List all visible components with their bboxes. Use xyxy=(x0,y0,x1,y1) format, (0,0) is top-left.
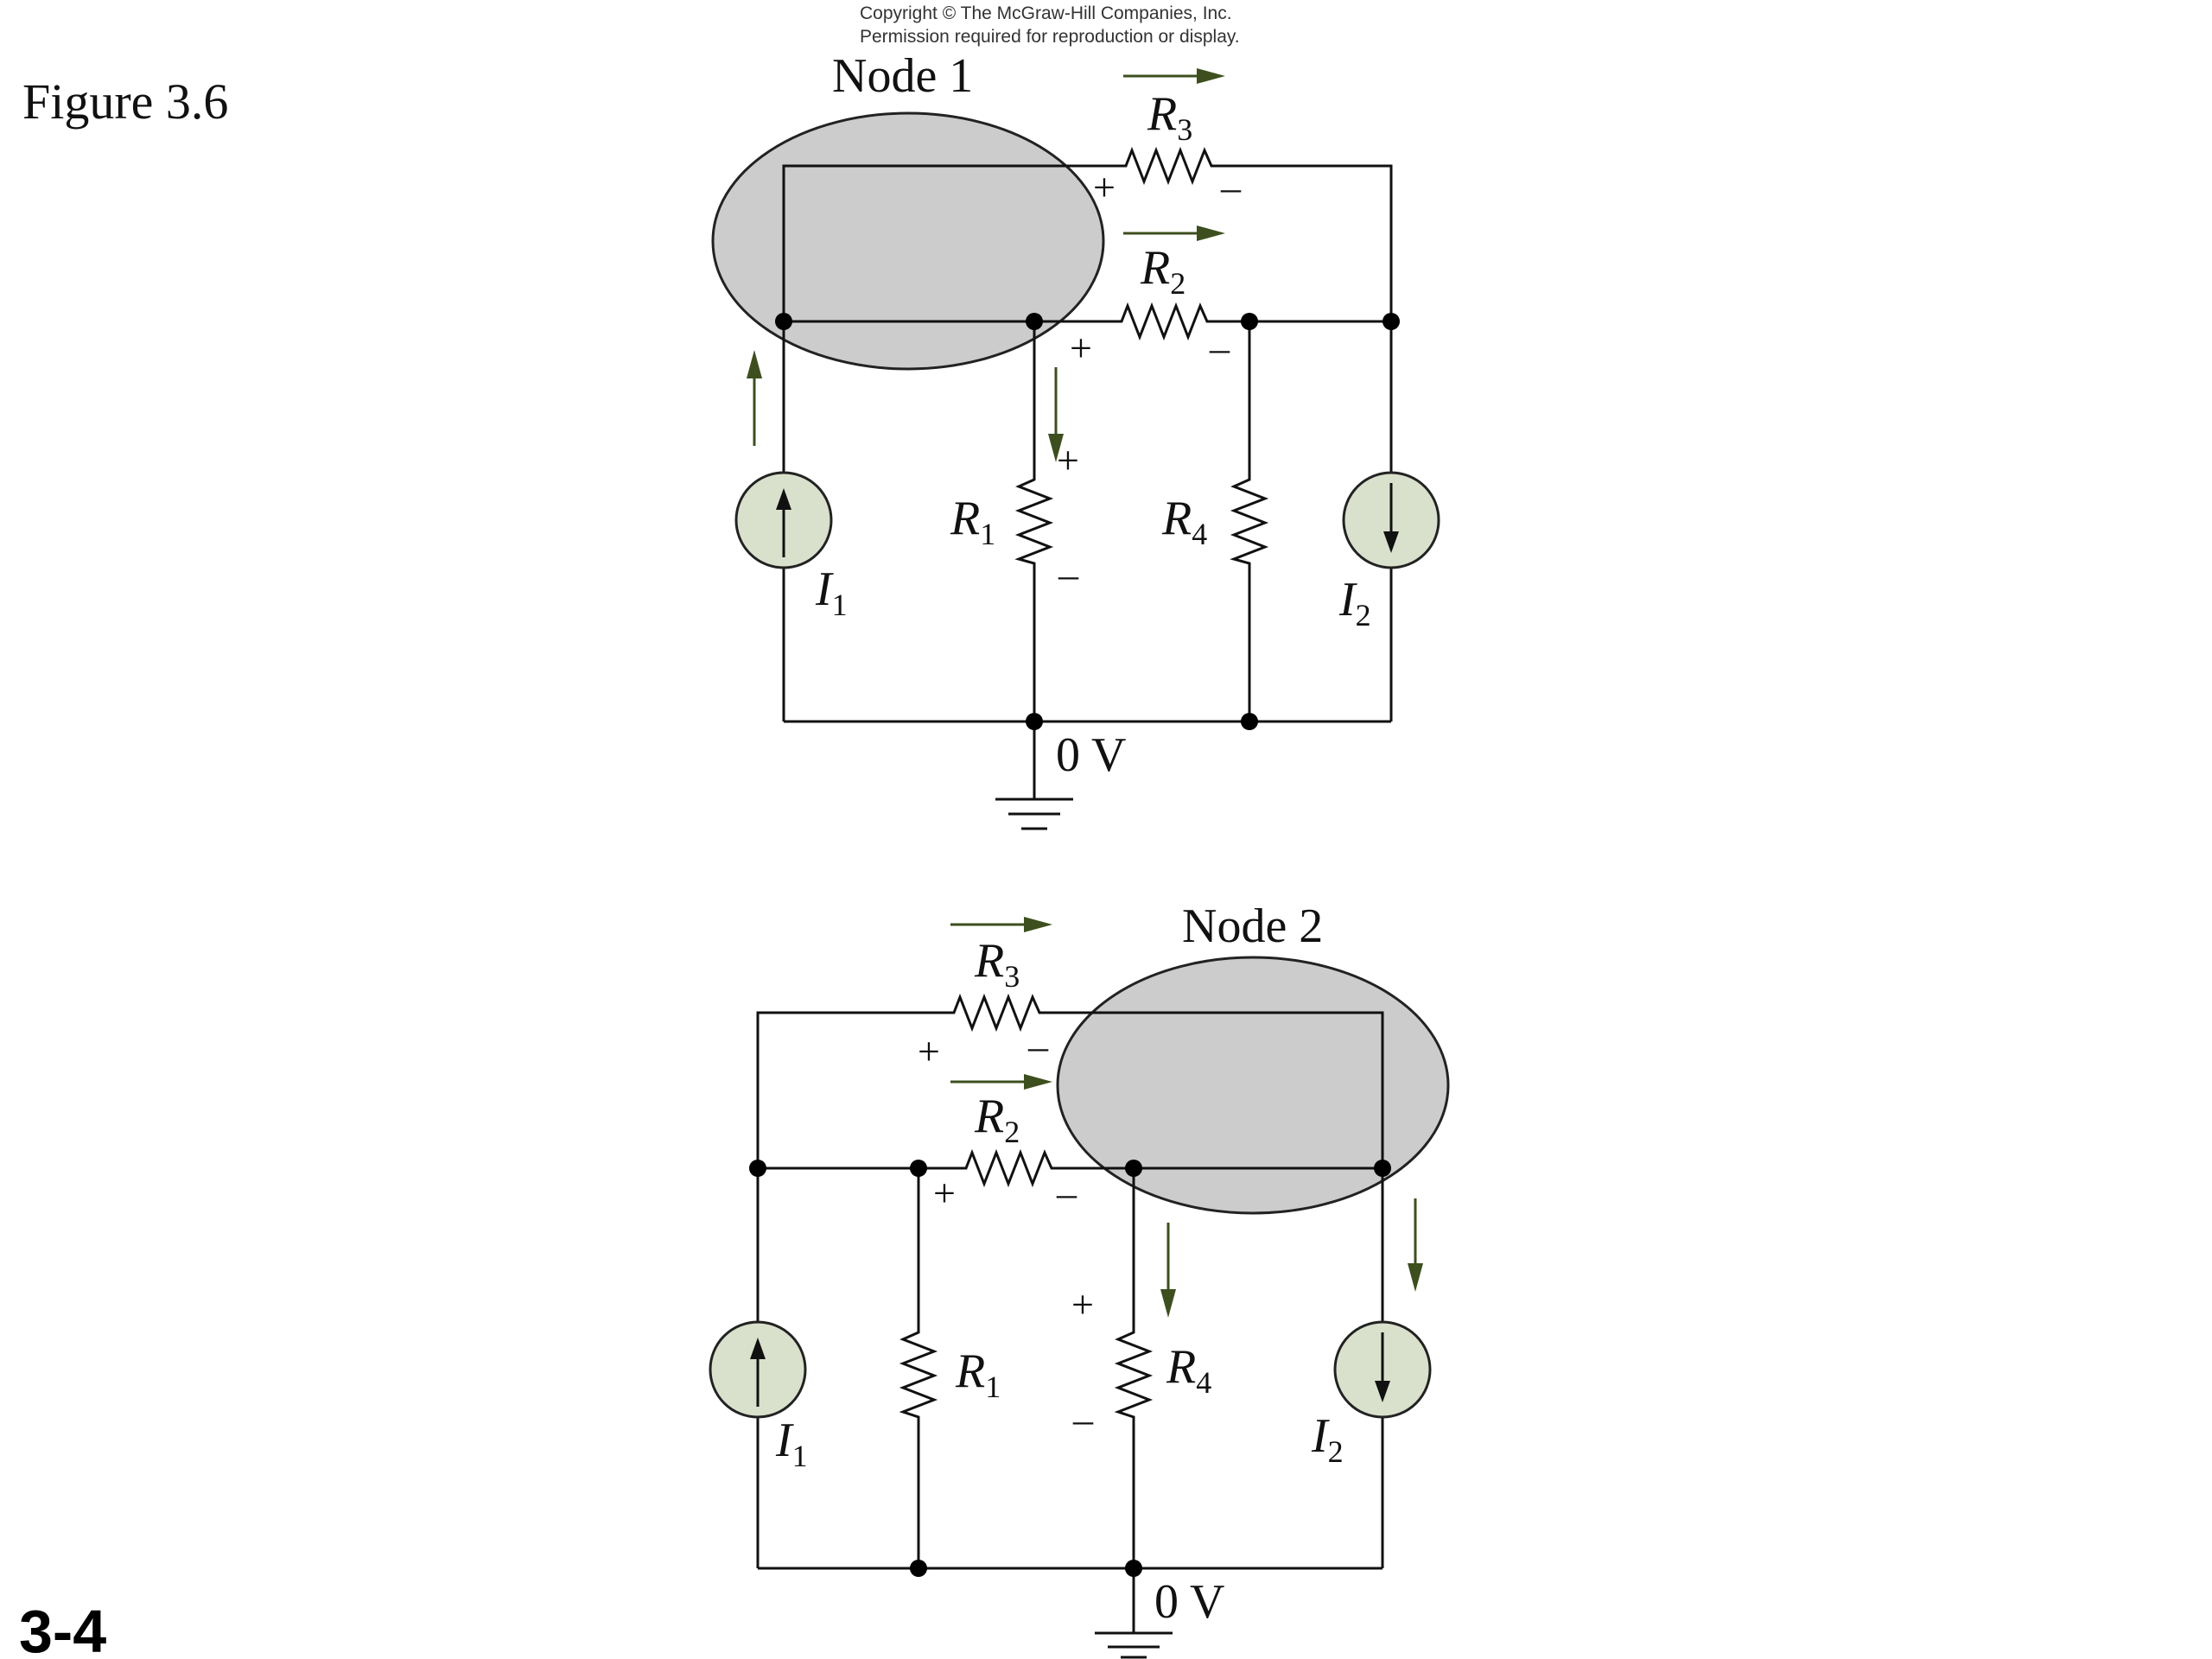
top-ground-label: 0 V xyxy=(1056,728,1126,782)
top-r4-label: R4 xyxy=(1161,492,1207,551)
bottom-r1-label: R1 xyxy=(955,1344,1001,1404)
top-arrow-r3-current xyxy=(1123,68,1225,84)
bottom-r4-minus: – xyxy=(1072,1397,1094,1441)
top-r2-label: R2 xyxy=(1140,241,1185,301)
top-current-source-i1 xyxy=(734,471,833,569)
top-r3-label: R3 xyxy=(1147,87,1192,147)
figure-label: Figure 3.6 xyxy=(22,73,228,130)
bottom-resistor-r4 xyxy=(1114,1326,1154,1421)
bottom-junction-dot xyxy=(1374,1160,1391,1177)
top-r3-minus: – xyxy=(1220,165,1242,209)
bottom-junction-dot xyxy=(1125,1160,1142,1177)
bottom-junction-dot xyxy=(910,1160,927,1177)
top-resistor-r1 xyxy=(1014,474,1054,568)
top-arrow-r1-current xyxy=(1048,367,1064,462)
top-i1-label: I1 xyxy=(815,563,848,622)
bottom-resistor-r2 xyxy=(959,1148,1054,1188)
bottom-resistor-r1 xyxy=(899,1326,938,1421)
top-arrow-i1-current xyxy=(747,350,762,446)
bottom-junction-dot xyxy=(910,1560,927,1577)
bottom-arrow-r4-current xyxy=(1160,1223,1176,1318)
top-r1-minus: – xyxy=(1058,552,1079,596)
top-resistor-r4 xyxy=(1230,474,1269,568)
top-resistor-r2 xyxy=(1115,302,1210,341)
top-i2-label: I2 xyxy=(1338,573,1371,632)
bottom-i1-label: I1 xyxy=(775,1414,808,1473)
top-current-source-i2 xyxy=(1342,471,1440,569)
copyright-line-2: Permission required for reproduction or … xyxy=(860,27,1240,47)
bottom-junction-dot xyxy=(749,1160,766,1177)
bottom-circuit: Node 2 0 V xyxy=(709,899,1450,1659)
wire-top-r3-branch xyxy=(782,164,1393,321)
top-junction-dot xyxy=(1026,313,1043,330)
bottom-r4-label: R4 xyxy=(1166,1340,1211,1400)
top-ground-symbol xyxy=(995,798,1073,830)
top-r1-plus: + xyxy=(1057,438,1079,482)
bottom-arrow-r2-current xyxy=(950,1074,1052,1090)
bottom-ground-symbol xyxy=(1095,1631,1173,1659)
bottom-resistor-r3 xyxy=(947,993,1042,1033)
top-r1-label: R1 xyxy=(950,492,995,551)
node-2-highlight xyxy=(1056,956,1450,1215)
bottom-r4-plus: + xyxy=(1071,1282,1094,1326)
bottom-junction-dot xyxy=(1125,1560,1142,1577)
top-r2-minus: – xyxy=(1209,326,1230,370)
top-resistor-r3 xyxy=(1119,146,1218,186)
bottom-r3-minus: – xyxy=(1027,1024,1049,1068)
bottom-current-source-i2 xyxy=(1333,1320,1432,1419)
top-junction-dot xyxy=(1241,313,1258,330)
node-1-label: Node 1 xyxy=(832,49,973,103)
top-junction-dot xyxy=(775,313,792,330)
top-junction-dot xyxy=(1241,713,1258,730)
node-1-highlight xyxy=(711,111,1105,371)
node-2-label: Node 2 xyxy=(1182,899,1323,953)
copyright-line-1: Copyright © The McGraw-Hill Companies, I… xyxy=(860,3,1232,23)
bottom-i2-label: I2 xyxy=(1311,1409,1344,1469)
top-junction-dot xyxy=(1026,713,1043,730)
top-arrow-r2-current xyxy=(1123,226,1225,241)
top-junction-dot xyxy=(1382,313,1400,330)
bottom-r2-minus: – xyxy=(1056,1171,1077,1215)
bottom-arrow-r3-current xyxy=(950,917,1052,932)
bottom-r2-plus: + xyxy=(933,1171,956,1215)
bottom-r2-label: R2 xyxy=(974,1090,1020,1149)
top-r2-plus: + xyxy=(1070,326,1092,370)
bottom-arrow-i2-current xyxy=(1408,1198,1423,1292)
top-r3-plus: + xyxy=(1093,165,1116,209)
bottom-ground-label: 0 V xyxy=(1154,1575,1224,1629)
wire-bottom-r3-branch xyxy=(756,1011,1384,1168)
bottom-r3-label: R3 xyxy=(974,934,1020,994)
bottom-current-source-i1 xyxy=(709,1320,807,1419)
top-circuit: Node 1 0 V xyxy=(711,49,1440,830)
slide-number: 3-4 xyxy=(19,1598,106,1659)
bottom-r3-plus: + xyxy=(918,1029,940,1073)
